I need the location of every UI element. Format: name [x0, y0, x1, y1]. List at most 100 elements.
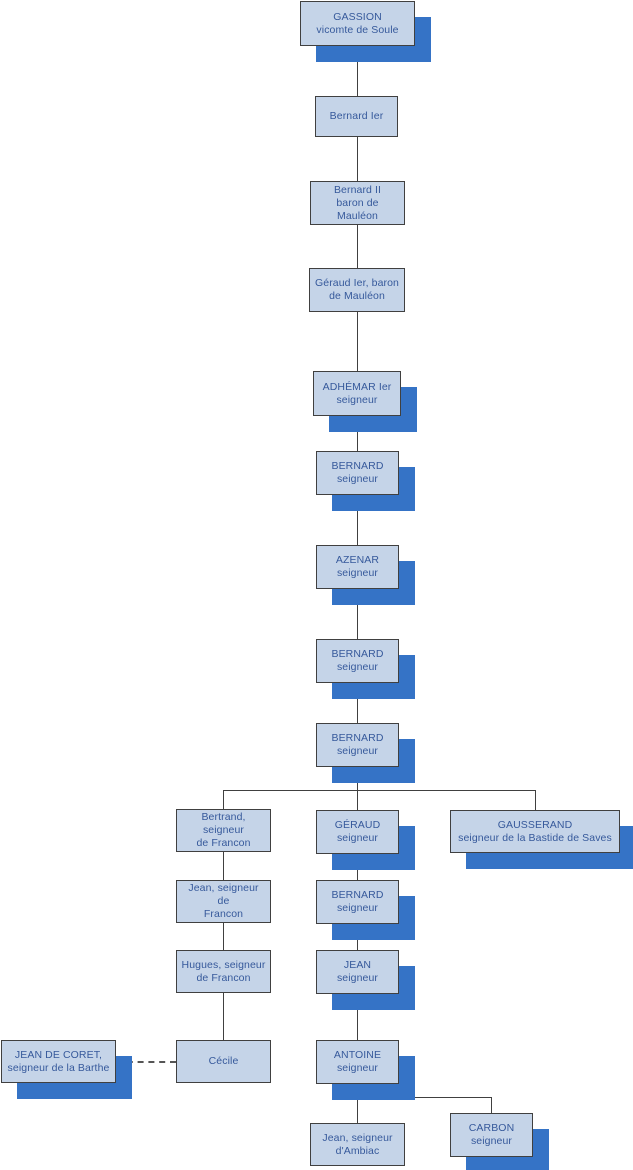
connector-gassion-bernard-ier — [357, 46, 358, 96]
node-title-bernard-2: BERNARD — [331, 648, 384, 660]
node-label-bernard-ier: Bernard Ier — [329, 110, 384, 122]
node-subtitle-jean-ambiac: d'Ambiac — [335, 1144, 380, 1157]
node-subtitle-gausserand: seigneur de la Bastide de Saves — [458, 831, 612, 844]
node-bernard-ier[interactable]: Bernard Ier — [315, 96, 398, 137]
node-title-bertrand: Bertrand, seigneur — [201, 811, 246, 836]
node-subtitle-bertrand: de Francon — [196, 837, 251, 849]
connector-marriage-coret-cecile — [116, 1061, 176, 1063]
node-title-bernard-1: BERNARD — [331, 460, 384, 472]
node-title-carbon: CARBON — [468, 1122, 515, 1134]
connector-azenar-bernard2 — [357, 589, 358, 639]
node-label-jean-coret: JEAN DE CORET,seigneur de la Barthe — [6, 1049, 111, 1075]
connector-drop-bertrand — [223, 790, 224, 809]
node-title-jean-coret: JEAN DE CORET, — [14, 1048, 103, 1061]
node-title-jean-ambiac: Jean, seigneur — [322, 1131, 393, 1144]
connector-adhemar-bernard1 — [357, 416, 358, 451]
node-subtitle-gassion: vicomte de Soule — [316, 23, 399, 36]
connector-drop-gausserand — [535, 790, 536, 810]
connector-sibling-bar-1 — [223, 790, 535, 791]
node-title-geraud: GÉRAUD — [334, 819, 381, 831]
node-title-antoine: ANTOINE — [333, 1049, 382, 1061]
connector-drop-geraud — [357, 790, 358, 810]
node-subtitle-geraud-ier: de Mauléon — [329, 290, 385, 302]
connector-bernard-ier-bernard-ii — [357, 137, 358, 181]
node-title-hugues: Hugues, seigneur — [181, 958, 266, 971]
node-subtitle-bernard-3: seigneur — [336, 745, 379, 757]
node-title-bernard-4: BERNARD — [331, 889, 384, 901]
node-jean-coret[interactable]: JEAN DE CORET,seigneur de la Barthe — [1, 1040, 116, 1083]
node-subtitle-carbon: seigneur — [470, 1135, 513, 1147]
connector-bertrand-jeanfrancon — [223, 852, 224, 880]
node-subtitle-jean-coret: seigneur de la Barthe — [7, 1061, 110, 1074]
node-subtitle-adhemar-ier: seigneur — [336, 393, 378, 406]
node-title-bernard-ii: Bernard II — [333, 183, 382, 196]
node-title-jean: JEAN — [343, 959, 372, 971]
node-title-gausserand: GAUSSERAND — [497, 818, 573, 831]
connector-bernard-ii-geraud-ier — [357, 225, 358, 268]
connector-sibling-bar-2 — [357, 1097, 492, 1098]
node-subtitle-antoine: seigneur — [336, 1062, 379, 1074]
connector-jean-antoine — [357, 994, 358, 1040]
node-title-adhemar-ier: ADHÉMAR Ier — [322, 380, 392, 393]
connector-drop-jeanambiac — [357, 1097, 358, 1123]
connector-hugues-cecile — [223, 993, 224, 1040]
node-subtitle-bernard-2: seigneur — [336, 661, 379, 673]
node-title-bernard-3: BERNARD — [331, 732, 384, 744]
node-title-azenar: AZENAR — [335, 554, 380, 566]
node-subtitle-bernard-ii: baron de Mauléon — [336, 196, 379, 222]
connector-jeanfrancon-hugues — [223, 923, 224, 950]
node-cecile[interactable]: Cécile — [176, 1040, 271, 1083]
connector-bernard2-bernard3 — [357, 683, 358, 723]
node-subtitle-bernard-4: seigneur — [336, 902, 379, 914]
node-subtitle-hugues: de Francon — [196, 971, 251, 984]
connector-drop-carbon — [491, 1097, 492, 1113]
node-subtitle-jean: seigneur — [336, 972, 379, 984]
node-title-geraud-ier: Géraud Ier, baron — [314, 277, 399, 289]
node-subtitle-geraud: seigneur — [336, 832, 379, 844]
node-subtitle-azenar: seigneur — [336, 567, 379, 579]
node-subtitle-bernard-1: seigneur — [336, 473, 379, 485]
connector-geraud-ier-adhemar — [357, 312, 358, 371]
connector-bernard1-azenar — [357, 495, 358, 545]
node-title-gassion: GASSION — [333, 10, 382, 23]
node-label-cecile: Cécile — [208, 1055, 239, 1067]
node-subtitle-jean-francon: Francon — [203, 908, 244, 920]
